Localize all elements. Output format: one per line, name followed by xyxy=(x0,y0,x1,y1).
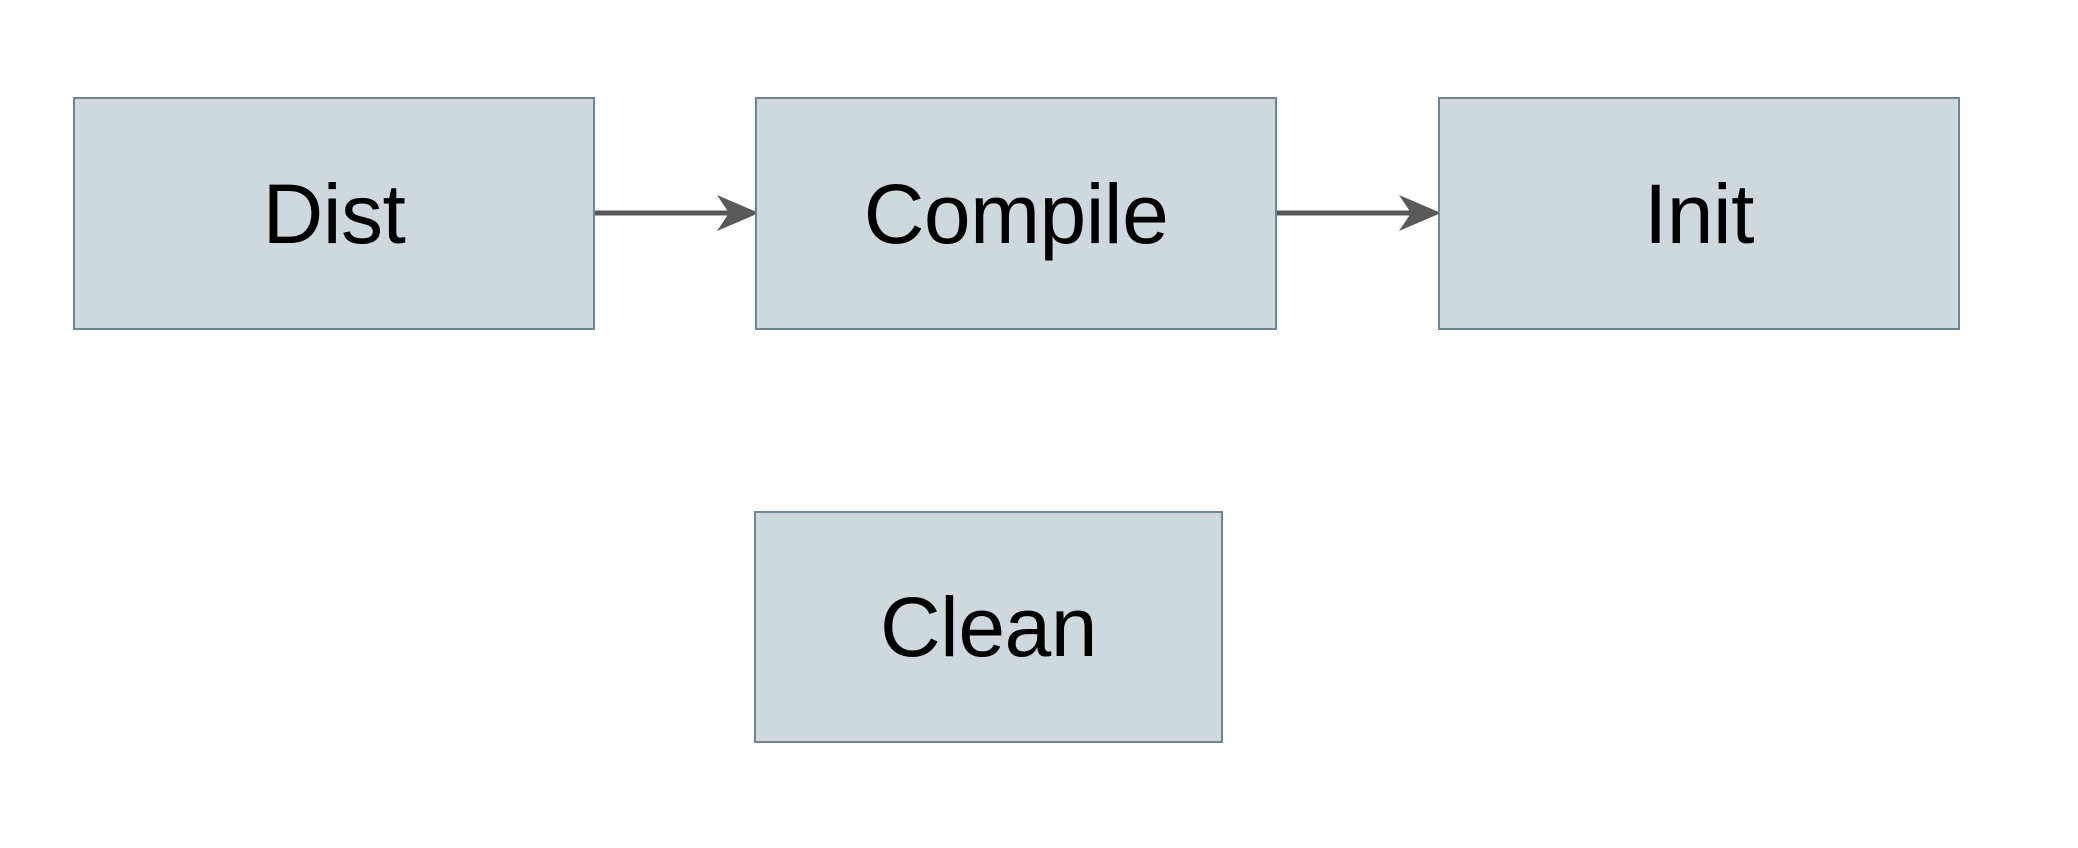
node-compile[interactable]: Compile xyxy=(755,97,1277,330)
arrowhead-icon xyxy=(1399,195,1441,231)
arrowhead-icon xyxy=(717,195,759,231)
node-init-label: Init xyxy=(1643,166,1755,261)
edge-compile-to-init[interactable] xyxy=(1275,190,1441,236)
node-init[interactable]: Init xyxy=(1438,97,1960,330)
node-clean-label: Clean xyxy=(880,580,1097,674)
node-compile-label: Compile xyxy=(863,166,1169,261)
edge-dist-to-compile[interactable] xyxy=(593,190,759,236)
node-dist[interactable]: Dist xyxy=(73,97,595,330)
node-clean[interactable]: Clean xyxy=(754,511,1223,743)
node-dist-label: Dist xyxy=(262,166,406,261)
